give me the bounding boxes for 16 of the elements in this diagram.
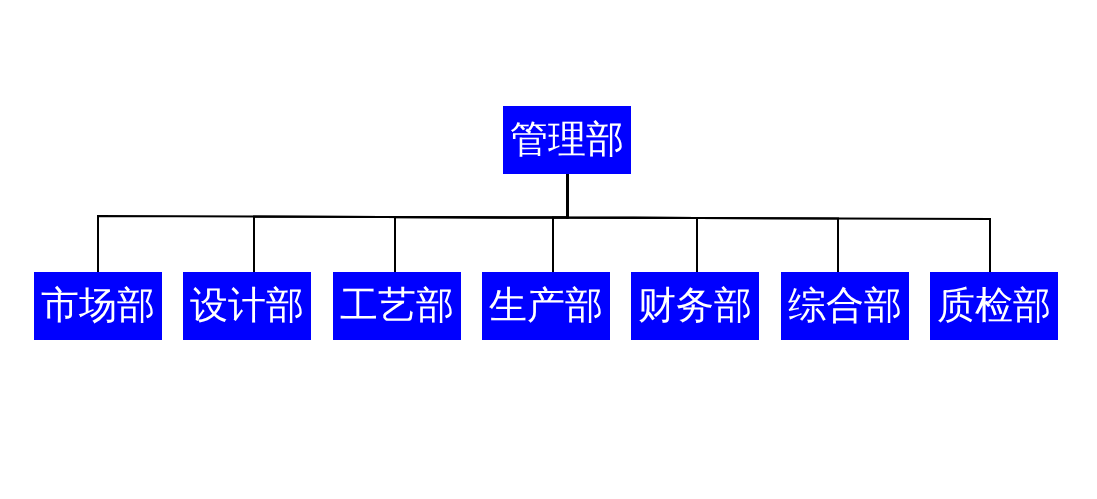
department-name: 设计部 (190, 285, 304, 327)
department-box (482, 272, 610, 340)
department-box (930, 272, 1058, 340)
department-name: 工艺部 (340, 285, 454, 327)
department-name: 财务部 (638, 285, 752, 327)
department-name: 生产部 (489, 285, 603, 327)
department-name: 质检部 (937, 285, 1051, 327)
department-box (631, 272, 759, 340)
department-box (183, 272, 311, 340)
department-box (333, 272, 461, 340)
department-box (781, 272, 909, 340)
department-box (34, 272, 162, 340)
department-name: 综合部 (788, 285, 902, 327)
department-box (503, 106, 631, 174)
department-name: 管理部 (510, 119, 624, 161)
department-name: 市场部 (41, 285, 155, 327)
